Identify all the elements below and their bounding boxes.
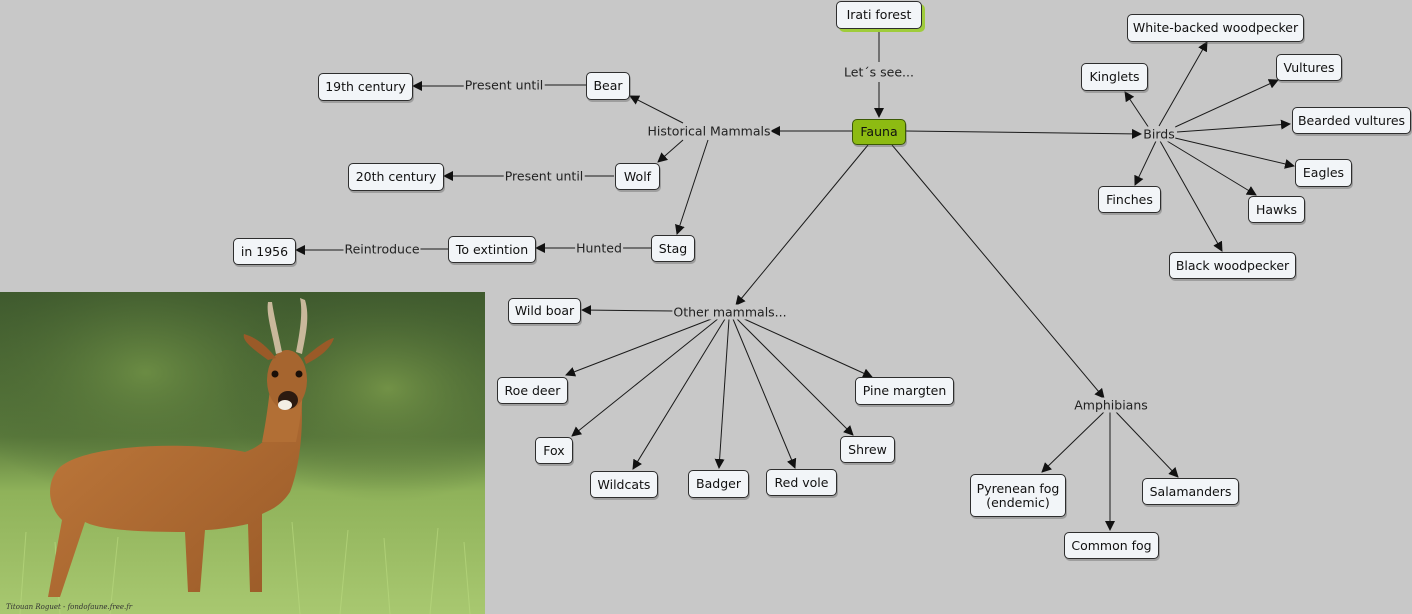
edge-historical-wolf xyxy=(657,139,684,163)
node-wolf[interactable]: Wolf xyxy=(615,163,660,190)
edge-om-pinemartgen xyxy=(741,317,873,378)
link-historical-mammals[interactable]: Historical Mammals xyxy=(646,123,772,139)
node-stag[interactable]: Stag xyxy=(651,235,695,262)
edge-amph-pyrenean xyxy=(1041,411,1105,473)
edge-historical-stag xyxy=(675,139,709,235)
node-pyrenean-fog[interactable]: Pyrenean fog (endemic) xyxy=(970,474,1066,517)
edge-birds-wbwoodpecker xyxy=(1158,41,1208,127)
node-irati-forest[interactable]: Irati forest xyxy=(836,1,922,29)
link-present-until-wolf[interactable]: Present until xyxy=(503,168,585,184)
node-eagles[interactable]: Eagles xyxy=(1295,159,1352,187)
node-white-backed-woodpecker[interactable]: White-backed woodpecker xyxy=(1127,14,1304,42)
edge-om-fox xyxy=(571,317,720,437)
edge-birds-bwoodpecker xyxy=(1159,140,1223,252)
node-in-1956[interactable]: in 1956 xyxy=(233,238,296,265)
node-red-vole[interactable]: Red vole xyxy=(766,469,837,496)
link-hunted[interactable]: Hunted xyxy=(575,240,623,256)
node-20th-century[interactable]: 20th century xyxy=(348,163,444,191)
node-badger[interactable]: Badger xyxy=(688,470,749,498)
node-hawks[interactable]: Hawks xyxy=(1248,196,1305,223)
link-lets-see[interactable]: Let´s see... xyxy=(843,64,915,80)
edge-birds-vultures xyxy=(1172,79,1279,129)
link-birds[interactable]: Birds xyxy=(1142,126,1176,142)
edge-historical-bear xyxy=(629,95,684,124)
edge-fauna-amphibians xyxy=(891,144,1105,399)
edge-birds-kinglets xyxy=(1124,91,1150,129)
node-common-fog[interactable]: Common fog xyxy=(1064,532,1159,559)
edge-fauna-birds xyxy=(905,128,1142,139)
node-vultures[interactable]: Vultures xyxy=(1276,54,1342,81)
node-wildcats[interactable]: Wildcats xyxy=(590,471,658,498)
node-salamanders[interactable]: Salamanders xyxy=(1142,478,1239,505)
node-kinglets[interactable]: Kinglets xyxy=(1081,63,1148,91)
edge-om-wildcats xyxy=(632,318,726,470)
node-roe-deer[interactable]: Roe deer xyxy=(497,377,568,404)
edge-om-shrew xyxy=(736,318,854,436)
link-present-until-bear[interactable]: Present until xyxy=(463,77,545,93)
node-bearded-vultures[interactable]: Bearded vultures xyxy=(1292,107,1411,134)
roe-deer-photo: Titouan Roguet - fondofaune.free.fr xyxy=(0,292,485,614)
roe-deer-image xyxy=(0,292,485,614)
node-shrew[interactable]: Shrew xyxy=(840,436,895,463)
node-wild-boar[interactable]: Wild boar xyxy=(508,298,581,324)
node-fauna[interactable]: Fauna xyxy=(852,119,906,145)
edge-birds-bearded xyxy=(1176,119,1291,133)
link-reintroduce[interactable]: Reintroduce xyxy=(343,241,421,257)
edge-birds-hawks xyxy=(1166,140,1257,196)
edge-om-redvole xyxy=(732,318,797,469)
node-fox[interactable]: Fox xyxy=(535,437,573,464)
node-pine-margten[interactable]: Pine margten xyxy=(855,377,954,405)
edge-om-wildboar xyxy=(581,305,675,316)
link-amphibians[interactable]: Amphibians xyxy=(1073,397,1149,413)
edge-om-roedeer xyxy=(565,317,715,377)
node-to-extintion[interactable]: To extintion xyxy=(448,236,536,263)
edge-birds-finches xyxy=(1134,140,1157,186)
node-finches[interactable]: Finches xyxy=(1098,186,1161,213)
edge-amph-salamanders xyxy=(1115,411,1179,478)
edge-om-badger xyxy=(714,318,730,469)
node-19th-century[interactable]: 19th century xyxy=(318,73,413,101)
edge-fauna-othermammals xyxy=(735,144,869,306)
node-bear[interactable]: Bear xyxy=(586,72,630,100)
node-black-woodpecker[interactable]: Black woodpecker xyxy=(1169,252,1296,279)
photo-credit: Titouan Roguet - fondofaune.free.fr xyxy=(6,603,133,611)
edge-birds-eagles xyxy=(1174,137,1295,169)
link-other-mammals[interactable]: Other mammals... xyxy=(672,304,788,320)
